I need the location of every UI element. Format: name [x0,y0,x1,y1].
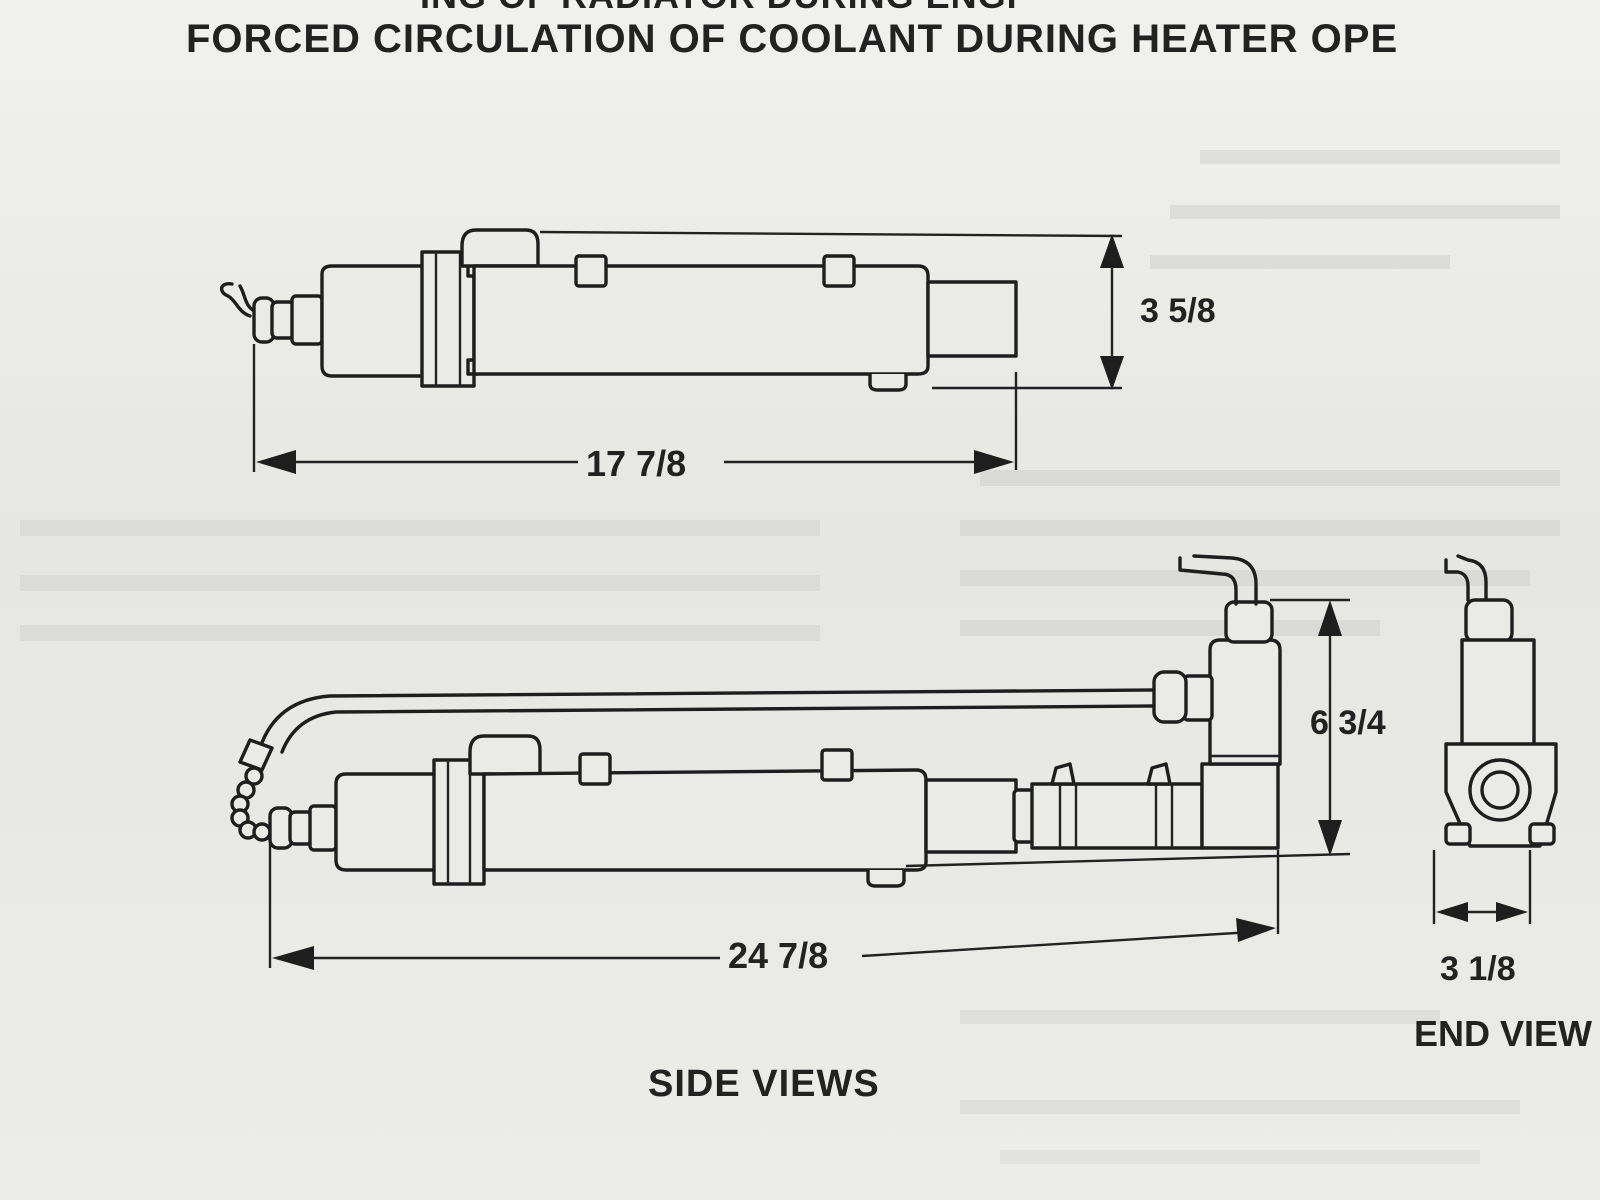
end-view: 3 1/8 [1432,554,1558,988]
top-height-arrow-down [1100,356,1124,390]
bottom-height-arrow-up [1318,600,1342,636]
top-tab-right [822,254,856,288]
show-through-text [20,150,1560,1164]
end-top-nut [1464,598,1514,644]
bottom-main-body [482,768,928,872]
end-view-caption: END VIEW [1414,1013,1592,1054]
bottom-bypass-hose [258,688,1158,750]
end-width-arrow-left [1436,902,1468,922]
bottom-outlet [468,734,542,776]
top-power-cord [220,282,252,318]
bottom-end-cap [334,772,438,872]
top-dimensions: 3 5/8 17 7/8 [252,230,1216,484]
bottom-inlet-tube [924,778,1018,854]
bottom-tab-left [578,752,612,786]
header-line-1: ING OF RADIATOR DURING ENGI [420,0,1018,16]
top-inlet-tube [926,280,1018,358]
bottom-top-nut [1224,600,1274,644]
bottom-drain [866,870,906,888]
end-tee-body [1460,638,1536,750]
top-length-arrow-right [974,450,1014,474]
bottom-tee-body [1208,638,1282,766]
bottom-coiled-cord [230,766,272,842]
top-length-arrow-left [256,450,296,474]
top-end-cap [320,264,426,378]
top-drain [868,374,908,392]
bottom-length-label: 24 7/8 [728,935,828,976]
bottom-valve-body [1030,782,1204,850]
side-views-caption: SIDE VIEWS [648,1063,880,1105]
top-tab-left [574,254,608,288]
bottom-length-arrow-left [272,946,314,970]
top-height-label: 3 5/8 [1140,292,1216,330]
bottom-height-label: 6 3/4 [1310,704,1386,742]
top-flange [420,250,476,388]
bottom-side-view [230,554,1282,888]
bottom-hook-pipe [1178,556,1238,606]
bottom-flange [432,758,486,886]
bottom-hose-nipple [1152,670,1188,724]
end-width-label: 3 1/8 [1440,950,1516,988]
end-hook-pipe [1444,558,1470,602]
end-width-arrow-right [1496,902,1528,922]
bottom-dimensions: 6 3/4 24 7/8 [268,598,1386,976]
end-port-inner [1480,770,1520,810]
top-outlet [460,228,540,268]
bottom-length-arrow-right [1236,918,1276,942]
header-line-2: FORCED CIRCULATION OF COOLANT DURING HEA… [186,17,1398,61]
top-main-body [472,264,930,376]
top-side-view [220,228,1018,392]
bottom-tab-right [820,748,854,782]
bottom-height-arrow-down [1318,820,1342,856]
top-height-arrow-up [1100,234,1124,268]
bottom-elbow-housing [1200,762,1280,850]
top-length-label: 17 7/8 [586,443,686,484]
